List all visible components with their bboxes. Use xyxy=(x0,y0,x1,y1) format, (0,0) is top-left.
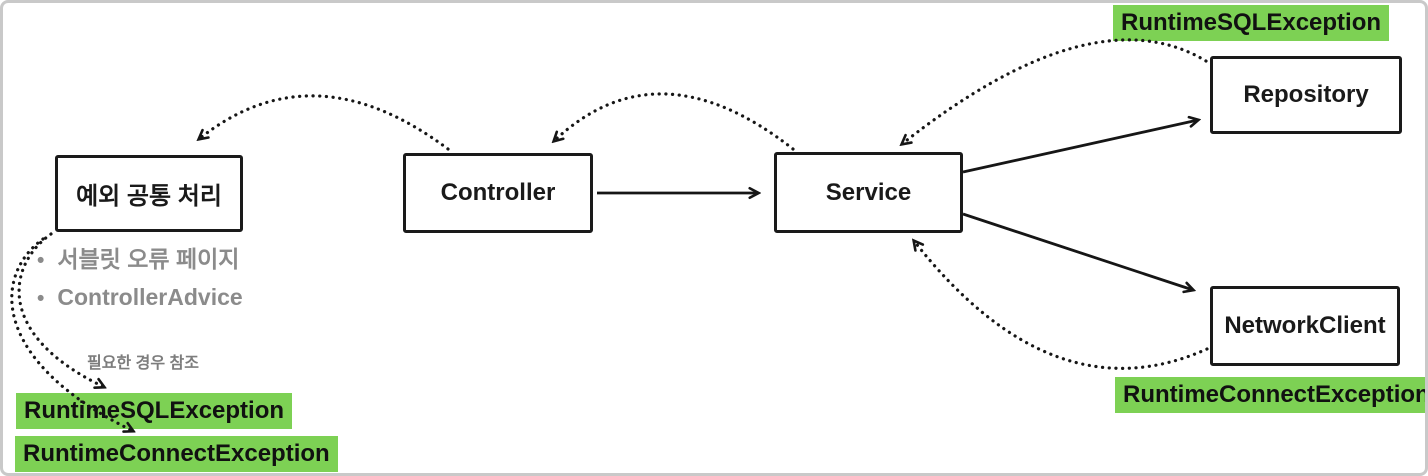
bullet-item-label: 서블릿 오류 페이지 xyxy=(57,246,240,272)
arrow-service-to-repository xyxy=(962,120,1198,174)
node-label-exception-common-handler: 예외 공통 처리 xyxy=(76,183,222,210)
node-service: Service xyxy=(774,152,963,233)
exception-label-network-thrown: RuntimeConnectException xyxy=(1115,377,1425,413)
node-network-client: NetworkClient xyxy=(1210,286,1400,366)
dotted-arrow-networkclient-to-service xyxy=(914,241,1209,370)
bullet-icon: • xyxy=(37,249,45,272)
bullet-icon: • xyxy=(37,287,45,310)
node-label-service: Service xyxy=(825,178,912,206)
node-controller: Controller xyxy=(403,153,593,233)
reference-note: 필요한 경우 참조 xyxy=(87,355,199,372)
node-label-network-client: NetworkClient xyxy=(1224,312,1386,339)
node-label-repository: Repository xyxy=(1243,81,1369,108)
handler-bullet-list: • 서블릿 오류 페이지 • ControllerAdvice xyxy=(37,241,243,317)
arrow-service-to-networkclient xyxy=(962,212,1193,290)
exception-label-handler-reference-1: RuntimeSQLException xyxy=(16,393,293,429)
dotted-arrow-controller-to-exception-handler xyxy=(199,94,450,151)
node-label-controller: Controller xyxy=(440,179,556,206)
exception-label-repository-thrown: RuntimeSQLException xyxy=(1113,5,1390,41)
dotted-arrow-repository-to-service xyxy=(902,38,1208,144)
bullet-item-controller-advice: • ControllerAdvice xyxy=(37,279,243,317)
dotted-arrow-service-to-controller xyxy=(554,92,795,151)
node-exception-common-handler: 예외 공통 처리 xyxy=(55,155,243,232)
exception-label-handler-reference-2: RuntimeConnectException xyxy=(15,436,338,472)
bullet-item-label: ControllerAdvice xyxy=(57,284,243,310)
bullet-item-servlet-error-page: • 서블릿 오류 페이지 xyxy=(37,241,243,279)
node-repository: Repository xyxy=(1210,56,1402,134)
